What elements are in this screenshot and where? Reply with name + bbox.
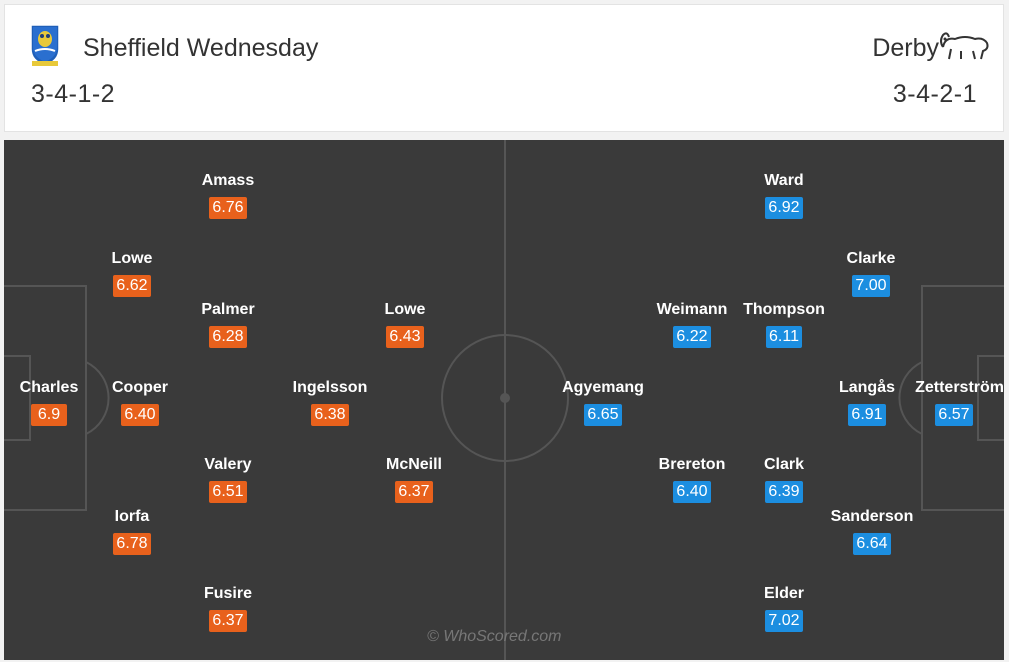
player-rating: 7.02	[765, 610, 803, 632]
player-rating: 6.76	[209, 197, 247, 219]
player-rating: 6.51	[209, 481, 247, 503]
player-rating: 6.22	[673, 326, 711, 348]
player-name: Clark	[763, 456, 805, 473]
player-name: Sanderson	[830, 508, 914, 525]
match-header: Sheffield Wednesday 3-4-1-2 Derby 3-4-2-…	[4, 4, 1004, 132]
player-name: Amass	[201, 172, 255, 189]
player-name: Ward	[764, 172, 804, 189]
player-name: Lowe	[384, 301, 426, 318]
away-player-st[interactable]: Agyemang 6.65	[538, 378, 668, 426]
player-name: Valery	[204, 456, 252, 473]
player-name: Agyemang	[562, 379, 644, 396]
player-rating: 6.57	[935, 404, 973, 426]
player-name: Iorfa	[114, 508, 150, 525]
home-player-st-left[interactable]: Lowe 6.43	[340, 300, 470, 348]
player-rating: 6.62	[113, 275, 151, 297]
player-name: Palmer	[201, 301, 255, 318]
away-crest-icon	[937, 27, 991, 68]
player-name: Fusire	[203, 585, 252, 602]
home-crest-icon	[29, 23, 61, 72]
away-player-lm[interactable]: Ward 6.92	[719, 171, 849, 219]
player-name: Cooper	[112, 379, 168, 396]
home-player-rcb[interactable]: Iorfa 6.78	[67, 507, 197, 555]
player-rating: 6.40	[121, 404, 159, 426]
player-rating: 6.9	[31, 404, 67, 426]
home-player-rm[interactable]: Fusire 6.37	[163, 584, 293, 632]
player-name: Brereton	[658, 456, 726, 473]
home-player-am[interactable]: Ingelsson 6.38	[265, 378, 395, 426]
player-rating: 6.38	[311, 404, 349, 426]
home-formation: 3-4-1-2	[31, 80, 116, 108]
player-rating: 6.91	[848, 404, 886, 426]
player-name: Lowe	[111, 250, 153, 267]
player-rating: 6.64	[853, 533, 891, 555]
player-rating: 6.37	[395, 481, 433, 503]
away-player-am-left[interactable]: Weimann 6.22	[627, 300, 757, 348]
whoscored-watermark: © WhoScored.com	[427, 628, 562, 645]
home-player-rcm[interactable]: Valery 6.51	[163, 455, 293, 503]
player-name: Charles	[19, 379, 79, 396]
away-player-rm[interactable]: Elder 7.02	[719, 584, 849, 632]
player-name: Elder	[763, 585, 804, 602]
player-rating: 6.92	[765, 197, 803, 219]
away-team-name[interactable]: Derby	[872, 34, 939, 62]
home-team-name[interactable]: Sheffield Wednesday	[83, 34, 319, 62]
player-rating: 6.28	[209, 326, 247, 348]
away-player-rcb[interactable]: Sanderson 6.64	[792, 507, 952, 555]
player-name: Clarke	[846, 250, 896, 267]
away-player-rcm[interactable]: Clark 6.39	[719, 455, 849, 503]
pitch: Charles 6.9 Lowe 6.62 Cooper 6.40 Iorfa …	[4, 140, 1004, 660]
player-name: Zetterström	[915, 379, 1004, 396]
pitch-markings	[4, 140, 1004, 660]
away-player-am-right[interactable]: Brereton 6.40	[627, 455, 757, 503]
home-player-lcm[interactable]: Palmer 6.28	[163, 300, 293, 348]
player-rating: 6.78	[113, 533, 151, 555]
player-name: Langås	[838, 379, 895, 396]
away-player-lcm[interactable]: Thompson 6.11	[719, 300, 849, 348]
home-player-cb[interactable]: Cooper 6.40	[75, 378, 205, 426]
away-formation: 3-4-2-1	[892, 80, 977, 108]
player-rating: 7.00	[852, 275, 890, 297]
player-name: McNeill	[385, 456, 442, 473]
away-player-lcb[interactable]: Clarke 7.00	[806, 249, 936, 297]
player-rating: 6.43	[386, 326, 424, 348]
player-rating: 6.37	[209, 610, 247, 632]
home-player-lm[interactable]: Amass 6.76	[163, 171, 293, 219]
player-rating: 6.39	[765, 481, 803, 503]
home-player-gk[interactable]: Charles 6.9	[0, 378, 114, 426]
player-rating: 6.11	[766, 326, 802, 348]
player-name: Thompson	[743, 301, 825, 318]
away-player-cb[interactable]: Langås 6.91	[827, 378, 907, 426]
home-player-lcb[interactable]: Lowe 6.62	[67, 249, 197, 297]
player-rating: 6.65	[584, 404, 622, 426]
home-player-st-right[interactable]: McNeill 6.37	[349, 455, 479, 503]
player-rating: 6.40	[673, 481, 711, 503]
away-player-gk[interactable]: Zetterström 6.57	[904, 378, 1004, 426]
player-name: Weimann	[656, 301, 728, 318]
player-name: Ingelsson	[292, 379, 368, 396]
